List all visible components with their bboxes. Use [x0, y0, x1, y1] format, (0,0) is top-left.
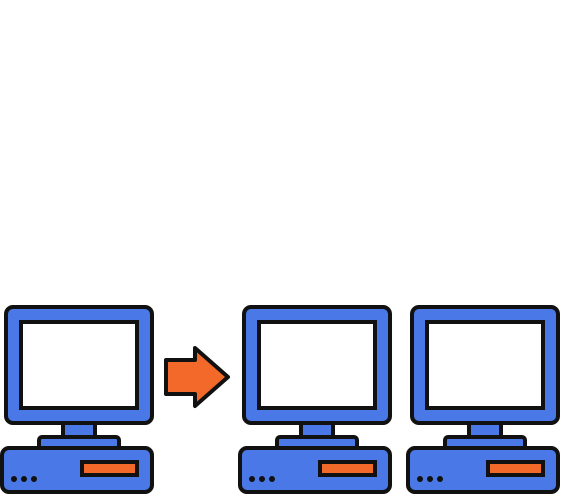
computer-2-icon — [238, 305, 392, 494]
computer-3-icon — [406, 305, 560, 494]
right-arrow-icon — [164, 346, 230, 408]
computer-1-icon — [0, 305, 154, 494]
